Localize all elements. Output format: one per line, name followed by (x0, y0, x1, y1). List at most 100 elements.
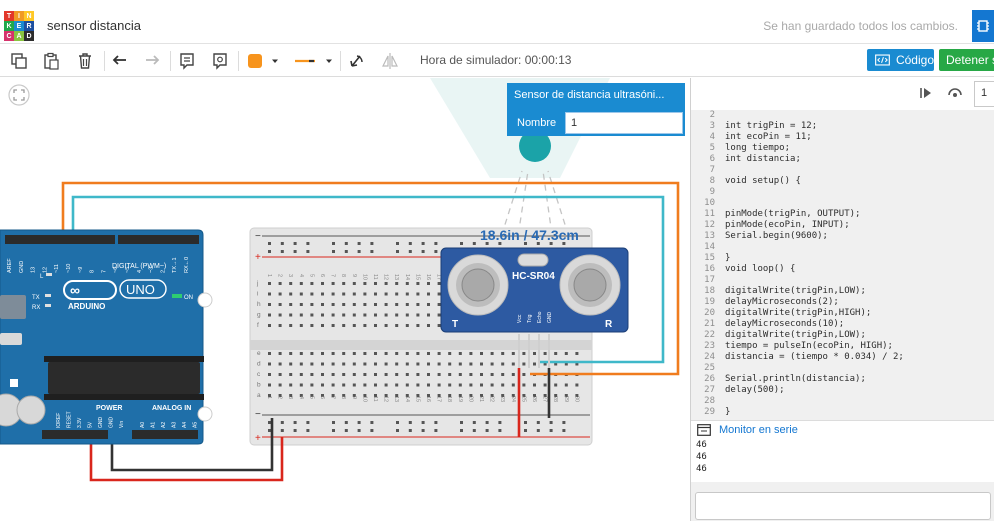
terminal-hole (289, 362, 293, 366)
terminal-hole (268, 383, 271, 387)
terminal-hole (575, 352, 579, 355)
code-editor-select[interactable]: 1 (974, 81, 994, 107)
terminal-hole (289, 324, 293, 327)
code-line[interactable]: 10 (691, 198, 994, 209)
debug-button[interactable] (947, 86, 963, 105)
browser-top-strip (0, 0, 994, 8)
serial-monitor-header[interactable]: Monitor en serie (691, 420, 994, 438)
terminal-hole (374, 313, 377, 317)
delete-button[interactable] (73, 49, 97, 73)
column-number: 16 (425, 274, 431, 280)
terminal-hole (321, 324, 324, 327)
serial-monitor-label: Monitor en serie (719, 424, 798, 436)
color-picker[interactable] (244, 49, 284, 73)
redo-button[interactable] (140, 49, 164, 73)
rail-hole (562, 429, 566, 432)
column-number: 1 (266, 396, 272, 399)
code-button[interactable]: Código (867, 49, 934, 71)
power-pin-label: IOREF (56, 413, 62, 428)
code-line[interactable]: 14 (691, 242, 994, 253)
code-line[interactable]: 28 (691, 396, 994, 407)
code-line[interactable]: 25 (691, 363, 994, 374)
code-text: long tiempo; (725, 143, 791, 153)
undo-button[interactable] (108, 49, 132, 73)
terminal-hole (299, 324, 303, 327)
terminal-hole (395, 352, 399, 355)
terminal-hole (289, 352, 293, 355)
project-name[interactable]: sensor distancia (47, 18, 141, 33)
code-line[interactable]: 15} (691, 253, 994, 264)
terminal-hole (511, 373, 515, 376)
rail-hole (421, 429, 425, 432)
analog-pin-label: A2 (161, 422, 167, 428)
copy-button[interactable] (7, 49, 31, 73)
inspector-name-input[interactable]: 1 (565, 112, 683, 134)
terminal-hole (448, 373, 452, 376)
terminal-hole (289, 383, 293, 387)
terminal-hole (533, 383, 536, 387)
wire-type-picker[interactable] (292, 49, 336, 73)
save-status: Se han guardado todos los cambios. (763, 19, 958, 33)
terminal-hole (511, 362, 515, 366)
terminal-hole (522, 362, 526, 366)
dropdown-arrow-icon (272, 59, 278, 63)
terminal-hole (437, 352, 441, 355)
terminal-hole (310, 352, 314, 355)
terminal-hole (554, 383, 558, 387)
rail-hole (293, 242, 297, 245)
code-line[interactable]: 9 (691, 187, 994, 198)
rail-hole (549, 421, 553, 424)
terminal-hole (342, 383, 346, 387)
flip-button[interactable] (378, 49, 402, 73)
components-panel-button[interactable] (972, 10, 994, 42)
code-line[interactable]: 2 (691, 110, 994, 121)
line-number: 6 (709, 154, 715, 164)
rotate-button[interactable] (345, 49, 369, 73)
chip-socket (44, 394, 204, 400)
code-line[interactable]: 17 (691, 275, 994, 286)
wire-style-icon (295, 59, 315, 63)
step-button[interactable] (919, 86, 933, 105)
paste-button[interactable] (39, 49, 63, 73)
notes-visibility-button[interactable] (208, 49, 232, 73)
terminal-hole (278, 394, 282, 397)
notes-button[interactable] (175, 49, 199, 73)
terminal-hole (405, 303, 409, 306)
zoom-to-fit-button[interactable] (8, 84, 30, 111)
code-text: delay(500); (725, 385, 785, 395)
terminal-hole (395, 292, 399, 296)
terminal-hole (331, 303, 335, 306)
serial-input[interactable] (695, 492, 991, 520)
circuit-scene[interactable]: −+−+jihgfedcba11223344556677889910101111… (0, 78, 690, 521)
microcontroller-chip (48, 362, 200, 394)
code-line[interactable]: 29} (691, 407, 994, 415)
code-line[interactable]: 7 (691, 165, 994, 176)
logo-letter: N (24, 11, 34, 21)
rail-hole (485, 429, 489, 432)
terminal-hole (405, 352, 409, 355)
terminal-hole (416, 303, 420, 306)
stop-simulation-button[interactable]: Detener si (939, 49, 994, 71)
terminal-hole (321, 383, 324, 387)
